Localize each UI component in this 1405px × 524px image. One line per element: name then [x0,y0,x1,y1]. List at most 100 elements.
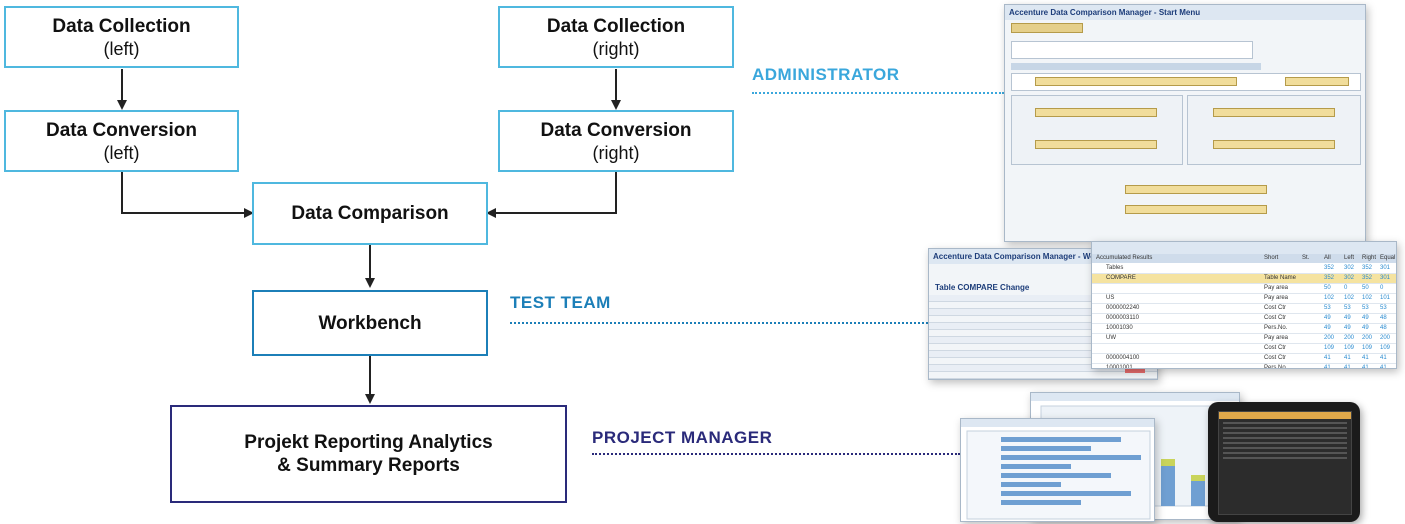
results-cell: 49 [1324,325,1331,331]
test-team-connector [510,322,928,324]
results-cell: 41 [1344,355,1351,361]
start-menu-title: Accenture Data Comparison Manager - Star… [1005,5,1365,20]
results-cell: Cost Ctr [1264,355,1287,361]
reporting-box: Projekt Reporting Analytics & Summary Re… [170,405,567,503]
report-hbar-mini [966,430,1151,520]
results-cell: 102 [1362,295,1373,301]
results-col-left: Left [1344,255,1355,261]
results-cell: 109 [1380,345,1391,351]
box-title: Data Conversion [46,119,197,141]
box-title: Data Conversion [540,119,692,141]
box-title: Workbench [318,312,422,334]
results-cell: 50 [1324,285,1331,291]
results-cell: 49 [1344,315,1351,321]
results-cell: 53 [1362,305,1369,311]
role-administrator-label: ADMINISTRATOR [752,65,900,84]
results-cell: UW [1106,335,1116,341]
results-cell: 102 [1344,295,1355,301]
results-cell: 302 [1344,275,1355,281]
box-subtitle: (right) [592,142,640,163]
data-comparison-box: Data Comparison [252,182,488,245]
results-cell: 102 [1324,295,1335,301]
results-cell: 50 [1362,285,1369,291]
results-cell: Pers.No. [1264,365,1288,369]
box-title-line1: Projekt Reporting Analytics [244,432,493,453]
workbench-box: Workbench [252,290,488,356]
data-collection-left-box: Data Collection (left) [4,6,239,68]
results-cell: 53 [1324,305,1331,311]
results-cell: Cost Ctr [1264,345,1287,351]
results-cell: 49 [1362,315,1369,321]
results-col-all: All [1324,255,1331,261]
results-cell: Tables [1106,265,1124,271]
results-cell: 352 [1362,265,1373,271]
workbench-screen-subtitle: Table COMPARE Change [935,283,1030,292]
results-cell: 48 [1380,325,1387,331]
results-row: 0000004100 Cost Ctr 41 41 41 41 [1092,354,1396,364]
results-cell: 49 [1344,325,1351,331]
results-cell: Pay area [1264,285,1289,291]
results-col-equal: Equal [1380,255,1396,261]
data-collection-right-box: Data Collection (right) [498,6,734,68]
results-cell: 200 [1324,335,1335,341]
results-cell: 200 [1362,335,1373,341]
data-conversion-right-box: Data Conversion (right) [498,110,734,172]
results-cell: 53 [1344,305,1351,311]
box-title-line2: & Summary Reports [277,455,460,476]
tablet-device [1208,402,1360,522]
results-col-right: Right [1362,255,1377,261]
project-manager-connector [592,453,960,455]
results-col-short: Short [1264,255,1279,261]
results-cell: Pay area [1264,295,1289,301]
box-subtitle: (right) [592,38,640,59]
results-cell: Cost Ctr [1264,305,1287,311]
results-cell: 41 [1344,365,1351,369]
results-cell: 0000003110 [1106,315,1139,321]
results-cell: Pay area [1264,335,1289,341]
results-cell: 0000002240 [1106,305,1140,311]
results-cell: 301 [1380,275,1391,281]
arrow-conversion-left-to-comparison [121,172,254,218]
role-project-manager-label: PROJECT MANAGER [592,428,773,447]
results-cell: Table Name [1264,275,1297,281]
results-cell: 10001001 [1106,365,1133,369]
results-cell: 41 [1362,365,1369,369]
results-cell: Cost Ctr [1264,315,1287,321]
results-cell: 200 [1344,335,1355,341]
box-title: Data Collection [546,15,686,37]
results-cell: 109 [1362,345,1373,351]
arrow-conversion-right-to-comparison [486,172,617,218]
box-subtitle: (left) [103,38,140,59]
results-cell: 41 [1324,365,1331,369]
results-cell: COMPARE [1106,275,1136,281]
accumulated-results-screenshot: Accumulated Results Short St. All Left R… [1091,241,1397,369]
results-cell: 0000004100 [1106,355,1140,361]
results-cell: 41 [1380,355,1387,361]
results-cell: Pers.No. [1264,325,1288,331]
results-cell: 101 [1380,295,1391,301]
results-cell: 302 [1344,265,1355,271]
results-cell: 352 [1324,265,1335,271]
results-cell: 41 [1324,355,1331,361]
box-title: Data Collection [52,15,191,37]
results-cell: 10001030 [1106,325,1133,331]
results-cell: 49 [1362,325,1369,331]
start-menu-screenshot: Accenture Data Comparison Manager - Star… [1004,4,1366,242]
results-cell: 301 [1380,265,1391,271]
results-cell: 0 [1380,285,1384,291]
role-test-team-label: TEST TEAM [510,293,611,312]
report-horizontal-bars-screenshot [960,418,1155,522]
results-cell: 0 [1344,285,1348,291]
results-col-status: St. [1302,255,1310,261]
results-cell: 352 [1362,275,1373,281]
results-row: 10001030 Pers.No. 49 49 49 48 [1092,324,1396,334]
results-cell: 41 [1362,355,1369,361]
